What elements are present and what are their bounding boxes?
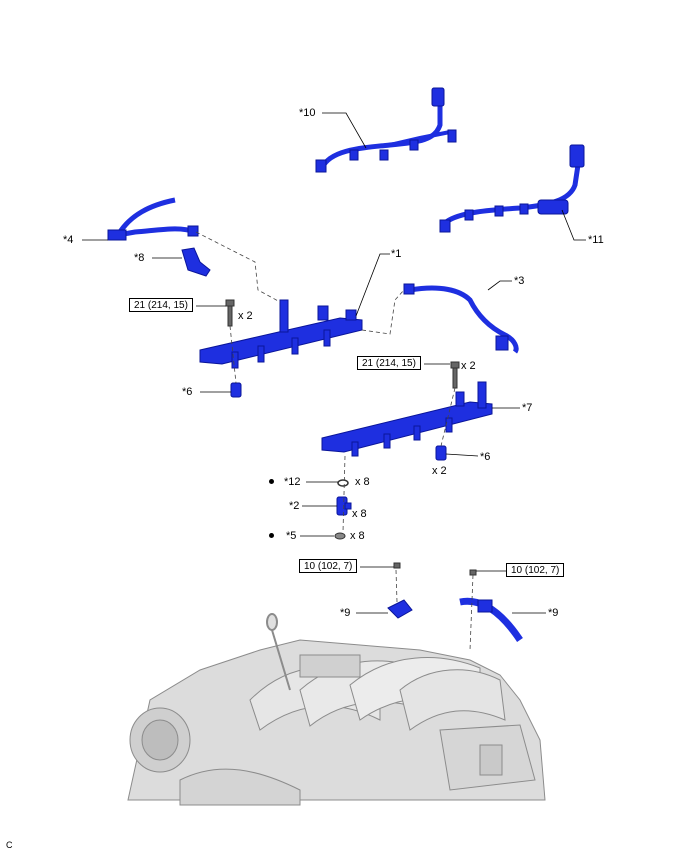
bolt-left	[225, 299, 235, 327]
torque-spec-bolt-left: 21 (214, 15)	[129, 298, 193, 312]
callout-9-right: *9	[548, 607, 559, 619]
callout-1: *1	[391, 248, 402, 260]
callout-11: *11	[588, 234, 604, 246]
fuel-rail-1	[199, 299, 363, 369]
fuel-tube-3	[403, 283, 519, 354]
quantity-injector-2: x 8	[352, 508, 367, 520]
fuel-rail-7	[321, 381, 493, 457]
quantity-insulator-5: x 8	[350, 530, 365, 542]
callout-6-right: *6	[480, 451, 491, 463]
quantity-o-ring-12: x 8	[355, 476, 370, 488]
o-ring-12	[337, 479, 349, 487]
alignment-lines	[195, 231, 474, 651]
quantity-bolt-right: x 2	[461, 360, 476, 372]
clamp-8	[181, 247, 211, 277]
bolt-right	[450, 361, 460, 389]
engine-intake-manifold	[127, 639, 546, 806]
torque-spec-bolt-right: 21 (214, 15)	[357, 356, 421, 370]
callout-2: *2	[289, 500, 300, 512]
bullet-12	[269, 479, 274, 484]
spacer-6-right	[435, 445, 447, 461]
fuel-injector-2	[336, 496, 352, 516]
callout-3: *3	[514, 275, 525, 287]
callout-7: *7	[522, 402, 533, 414]
bracket-9-left	[387, 562, 413, 619]
torque-spec-bracket-left: 10 (102, 7)	[299, 559, 358, 573]
leader-lines	[82, 112, 586, 614]
bracket-9-right	[459, 569, 523, 642]
injector-wire-harness-11	[439, 144, 585, 233]
figure-code: C	[6, 840, 13, 850]
callout-5: *5	[286, 530, 297, 542]
quantity-bolt-left: x 2	[238, 310, 253, 322]
bullet-5	[269, 533, 274, 538]
injector-wire-harness-10	[315, 87, 457, 173]
dipstick	[266, 613, 291, 691]
callout-8: *8	[134, 252, 145, 264]
spacer-6-left	[230, 382, 242, 398]
callout-6-left: *6	[182, 386, 193, 398]
callout-10: *10	[299, 107, 316, 119]
callout-12: *12	[284, 476, 301, 488]
quantity-spacer-6-right: x 2	[432, 465, 447, 477]
fuel-tube-4	[107, 197, 199, 241]
torque-spec-bracket-right: 10 (102, 7)	[506, 563, 565, 577]
insulator-5	[334, 532, 346, 540]
callout-4: *4	[63, 234, 74, 246]
callout-9-left: *9	[340, 607, 351, 619]
